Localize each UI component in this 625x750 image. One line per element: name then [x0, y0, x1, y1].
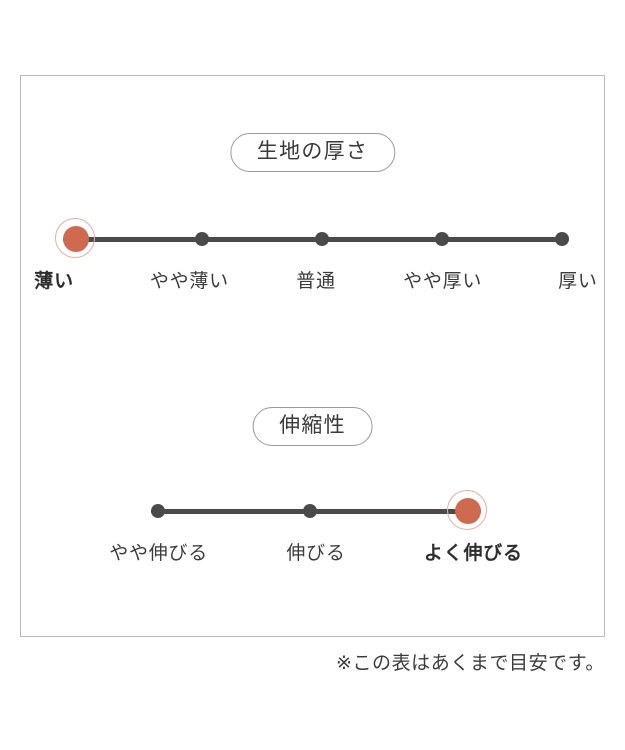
scale-stretch	[131, 489, 501, 533]
scale-label-thickness-1: 薄い	[34, 271, 74, 292]
scale-point-stretch-2[interactable]	[303, 504, 317, 518]
scale-points-thickness	[43, 217, 589, 261]
scale-label-stretch-3: よく伸びる	[423, 543, 523, 564]
scale-point-thickness-5[interactable]	[555, 232, 569, 246]
scale-points-stretch	[131, 489, 501, 533]
scale-point-thickness-3[interactable]	[315, 232, 329, 246]
scale-label-thickness-3: 普通	[296, 271, 336, 292]
scale-labels-thickness: 薄い やや薄い 普通 やや厚い 厚い	[34, 266, 597, 293]
footnote: ※この表はあくまで目安です。	[335, 653, 605, 674]
scale-thickness	[43, 217, 589, 261]
scale-point-stretch-1[interactable]	[151, 504, 165, 518]
scale-point-thickness-4[interactable]	[435, 232, 449, 246]
section-heading-stretch: 伸縮性	[252, 407, 373, 447]
scale-point-stretch-3[interactable]	[447, 490, 487, 530]
scale-point-thickness-1[interactable]	[55, 218, 95, 258]
scale-point-thickness-2[interactable]	[195, 232, 209, 246]
scale-label-thickness-5: 厚い	[558, 271, 598, 292]
scale-label-stretch-1: やや伸びる	[109, 543, 209, 564]
scale-label-thickness-4: やや厚い	[403, 271, 483, 292]
scale-label-thickness-2: やや薄い	[149, 271, 229, 292]
section-heading-thickness: 生地の厚さ	[229, 133, 396, 173]
scale-label-stretch-2: 伸びる	[286, 543, 346, 564]
scale-labels-stretch: やや伸びる 伸びる よく伸びる	[109, 538, 522, 565]
spec-panel: 生地の厚さ 薄い やや薄い 普通 やや厚い 厚い 伸縮性 やや伸びる 伸びる よ…	[20, 75, 605, 637]
